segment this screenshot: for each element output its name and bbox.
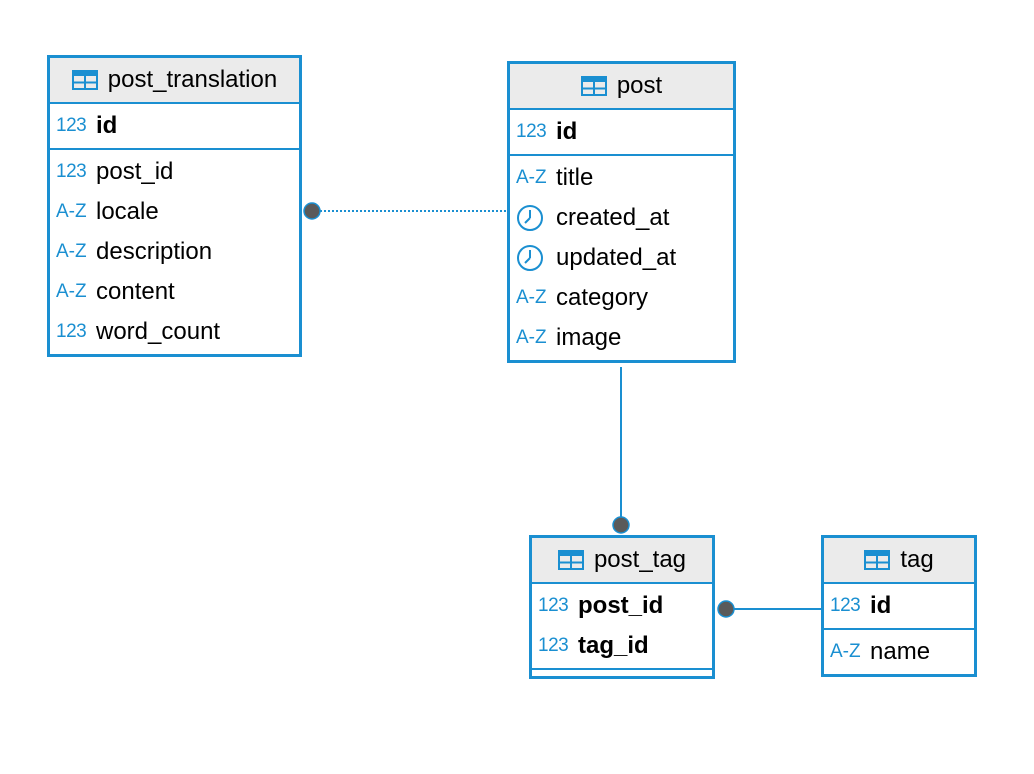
entity-header: post_translation [50,58,299,104]
primary-key-section: 123 id [510,110,733,156]
table-icon [71,70,98,90]
columns-section: A-Z name [824,630,974,674]
link-end-dot-post-tag-top [612,516,630,534]
text-type-icon: A-Z [830,641,861,662]
link-end-dot-post-translation [303,202,321,220]
text-type-icon: A-Z [516,287,547,308]
column-name: created_at [556,204,670,231]
column-created-at[interactable]: created_at [510,198,733,238]
column-name: updated_at [556,244,677,271]
entity-title: tag [900,546,934,573]
entity-title: post_translation [107,66,278,93]
column-name: category [556,284,649,311]
entity-header: tag [824,538,974,584]
column-name: id [96,112,118,139]
column-name: description [96,238,213,265]
column-id[interactable]: 123 id [824,586,974,626]
column-name[interactable]: A-Z name [824,632,974,672]
column-image[interactable]: A-Z image [510,318,733,358]
table-icon [557,550,584,570]
table-icon [864,550,891,570]
column-tag-id[interactable]: 123 tag_id [532,626,712,666]
column-locale[interactable]: A-Z locale [50,192,299,232]
column-id[interactable]: 123 id [510,112,733,152]
numeric-type-icon: 123 [56,321,87,342]
link-end-dot-post-tag-right [717,600,735,618]
column-name: id [870,592,892,619]
column-title[interactable]: A-Z title [510,158,733,198]
column-name: id [556,118,578,145]
text-type-icon: A-Z [56,281,87,302]
clock-icon [516,244,550,272]
primary-key-section: 123 post_id 123 tag_id [532,584,712,670]
entity-header: post [510,64,733,110]
primary-key-section: 123 id [824,584,974,630]
numeric-type-icon: 123 [830,595,861,616]
entity-title: post [616,72,663,99]
numeric-type-icon: 123 [538,595,569,616]
clock-icon [516,204,550,232]
primary-key-section: 123 id [50,104,299,150]
numeric-type-icon: 123 [516,121,547,142]
column-updated-at[interactable]: updated_at [510,238,733,278]
column-name: tag_id [578,632,649,659]
text-type-icon: A-Z [56,201,87,222]
column-name: post_id [578,592,664,619]
column-description[interactable]: A-Z description [50,232,299,272]
entity-header: post_tag [532,538,712,584]
column-id[interactable]: 123 id [50,106,299,146]
column-post-id[interactable]: 123 post_id [50,152,299,192]
columns-section [532,670,712,676]
column-name: word_count [96,318,221,345]
column-category[interactable]: A-Z category [510,278,733,318]
table-icon [580,76,607,96]
column-name: post_id [96,158,174,185]
column-name: image [556,324,622,351]
text-type-icon: A-Z [56,241,87,262]
numeric-type-icon: 123 [538,635,569,656]
text-type-icon: A-Z [516,167,547,188]
column-name: locale [96,198,159,225]
column-name: title [556,164,594,191]
column-name: content [96,278,175,305]
column-name: name [870,638,931,665]
entity-post-tag[interactable]: post_tag 123 post_id 123 tag_id [529,535,715,679]
column-content[interactable]: A-Z content [50,272,299,312]
numeric-type-icon: 123 [56,115,87,136]
text-type-icon: A-Z [516,327,547,348]
numeric-type-icon: 123 [56,161,87,182]
column-word-count[interactable]: 123 word_count [50,312,299,352]
column-post-id[interactable]: 123 post_id [532,586,712,626]
entity-title: post_tag [593,546,687,573]
